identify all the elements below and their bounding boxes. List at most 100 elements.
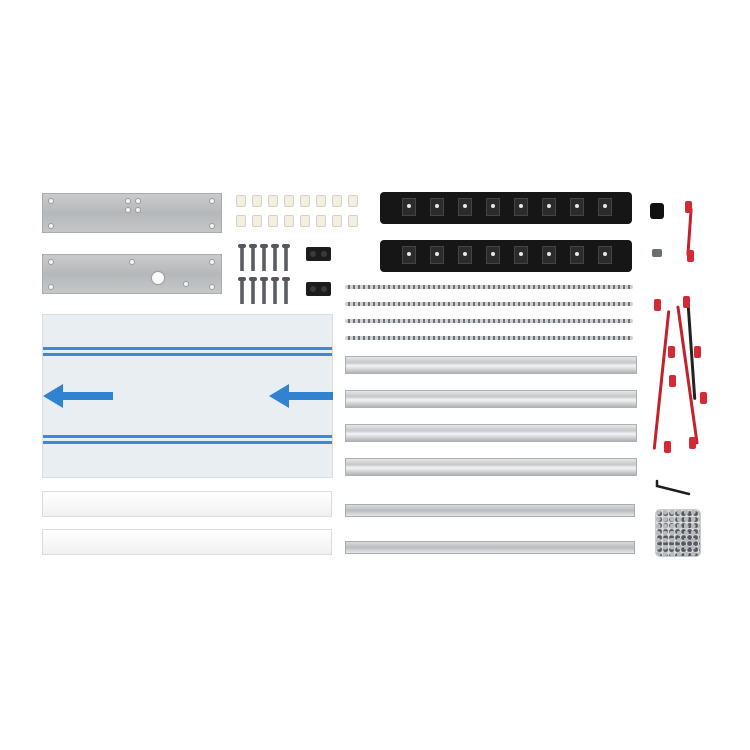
screw [249,244,257,271]
wire-terminal [669,375,676,387]
led-strip [345,302,633,306]
arrow-left-icon [43,384,113,408]
wire-terminal [685,201,692,213]
plate-hole [135,198,141,204]
rocker-switch [650,203,664,219]
clip [332,195,342,207]
spacer [317,282,331,296]
panel-stripe [43,435,332,438]
led-strip [345,336,633,340]
plate-hole [209,223,215,229]
screw [260,277,268,304]
led-module [598,246,612,264]
barrel-connector [652,249,662,257]
aluminum-rail [345,356,637,374]
plate-hole [135,207,141,213]
led-module [570,198,584,216]
clip [316,195,326,207]
led-board-1 [380,192,632,224]
clip [316,215,326,227]
aluminum-rail-flat [345,504,635,517]
plate-hole [48,223,54,229]
spacer [306,247,320,261]
plate-hole [125,198,131,204]
clip [300,215,310,227]
panel-stripe [43,353,332,356]
led-module [514,246,528,264]
aluminum-rail [345,390,637,408]
aluminum-rail [345,458,637,476]
wire-terminal [700,392,707,404]
plate-big-hole [151,271,165,285]
screw [282,277,290,304]
clip [236,195,246,207]
plate-hole [183,281,189,287]
wire-terminal [654,299,661,311]
wire-terminal [668,346,675,358]
clips-group [236,195,358,235]
clip [284,215,294,227]
screw [238,244,246,271]
screw [249,277,257,304]
wire-terminal [687,250,694,262]
panel-stripe [43,441,332,444]
wire-red [686,207,693,257]
screw [271,244,279,271]
led-module [430,246,444,264]
hardware-bag [655,509,701,557]
white-bar [42,491,332,517]
screw [271,277,279,304]
hex-key-icon [655,479,691,496]
clip [348,195,358,207]
led-module [402,246,416,264]
screw [282,244,290,271]
panel-stripe [43,347,332,350]
screws-group [238,244,298,304]
clip [268,195,278,207]
clip [252,215,262,227]
plate-hole [48,284,54,290]
led-module [542,198,556,216]
screw [260,244,268,271]
clip [284,195,294,207]
plate-hole [129,259,135,265]
spacer [306,282,320,296]
wire-terminal [689,437,696,449]
led-module [458,246,472,264]
led-module [570,246,584,264]
led-board-2 [380,240,632,272]
plate-top [42,193,222,233]
plate-bottom [42,254,222,294]
arrow-left-icon [269,384,333,408]
aluminum-rail-flat [345,541,635,554]
led-module [542,246,556,264]
white-bar [42,529,332,555]
wire-terminal [664,441,671,453]
clip [332,215,342,227]
led-module [598,198,612,216]
plate-hole [209,259,215,265]
led-strip [345,319,633,323]
clip [252,195,262,207]
led-strip [345,285,633,289]
led-module [486,198,500,216]
wire-terminal [683,296,690,308]
clip [268,215,278,227]
spacer [317,247,331,261]
led-module [458,198,472,216]
plate-hole [48,198,54,204]
screw [238,277,246,304]
plate-hole [125,207,131,213]
clip [300,195,310,207]
wire-terminal [694,346,701,358]
plate-hole [209,284,215,290]
plate-hole [48,259,54,265]
aluminum-rail [345,424,637,442]
plate-hole [209,198,215,204]
led-module [486,246,500,264]
clip [236,215,246,227]
led-module [402,198,416,216]
led-module [430,198,444,216]
display-panel [42,314,333,478]
clip [348,215,358,227]
